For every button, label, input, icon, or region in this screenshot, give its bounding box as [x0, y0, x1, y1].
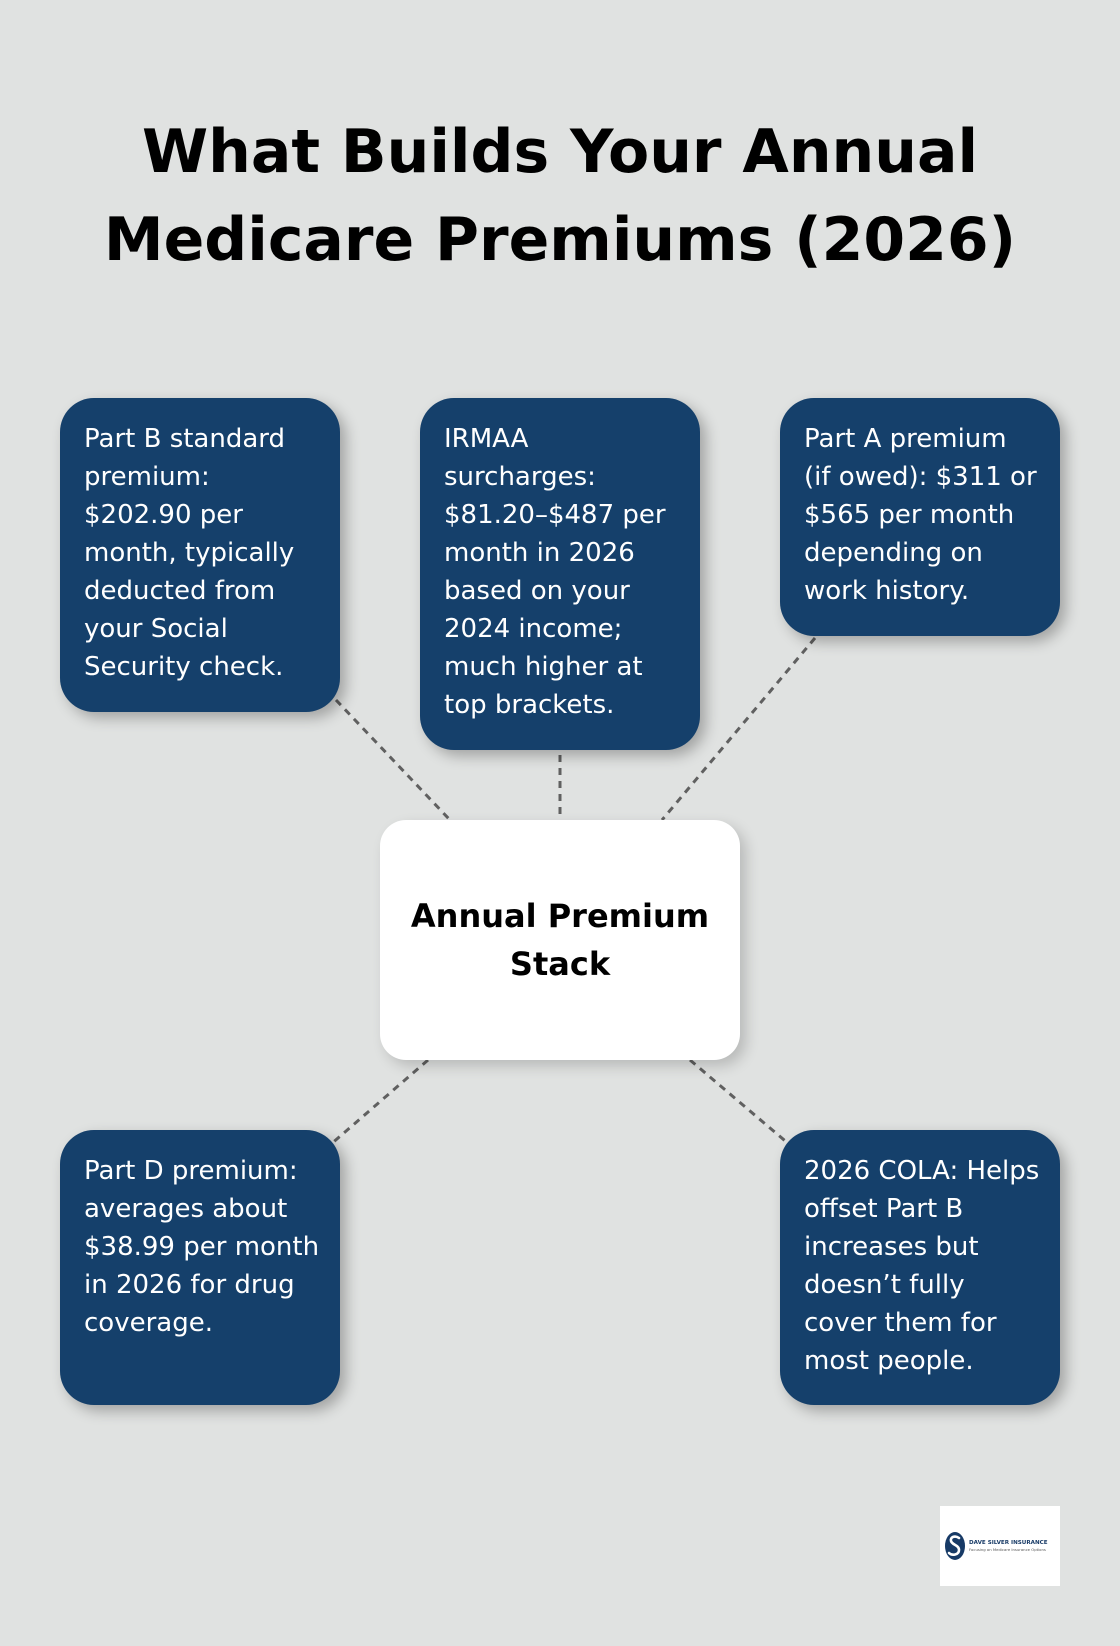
title-line-1: What Builds Your Annual — [141, 117, 979, 187]
company-logo: DAVE SILVER INSURANCE Focusing on Medica… — [940, 1506, 1060, 1586]
card-part-d-premium: Part D premium: averages about $38.99 pe… — [60, 1130, 340, 1405]
card-part-b-text: Part B standard premium: $202.90 per mon… — [84, 424, 295, 682]
connector-part-b — [334, 698, 452, 822]
connector-part-a — [660, 637, 817, 821]
connector-part-d — [329, 1058, 429, 1147]
title-line-2: Medicare Premiums (2026) — [103, 205, 1017, 275]
card-irmaa-surcharges: IRMAA surcharges: $81.20–$487 per month … — [420, 398, 700, 750]
logo-s-mark-icon — [944, 1531, 966, 1561]
card-part-d-text: Part D premium: averages about $38.99 pe… — [84, 1156, 320, 1338]
page-title: What Builds Your Annual Medicare Premium… — [0, 108, 1120, 284]
card-irmaa-text: IRMAA surcharges: $81.20–$487 per month … — [444, 424, 666, 720]
center-label: Annual Premium Stack — [410, 897, 710, 983]
card-part-b-premium: Part B standard premium: $202.90 per mon… — [60, 398, 340, 712]
connector-cola — [689, 1058, 791, 1147]
logo-tagline: Focusing on Medicare Insurance Options — [969, 1547, 1046, 1552]
card-part-a-premium: Part A premium (if owed): $311 or $565 p… — [780, 398, 1060, 636]
card-cola-text: 2026 COLA: Helps offset Part B increases… — [804, 1156, 1040, 1376]
card-part-a-text: Part A premium (if owed): $311 or $565 p… — [804, 424, 1037, 606]
logo-name: DAVE SILVER INSURANCE — [969, 1540, 1048, 1546]
center-node: Annual Premium Stack — [380, 820, 740, 1060]
card-cola: 2026 COLA: Helps offset Part B increases… — [780, 1130, 1060, 1405]
